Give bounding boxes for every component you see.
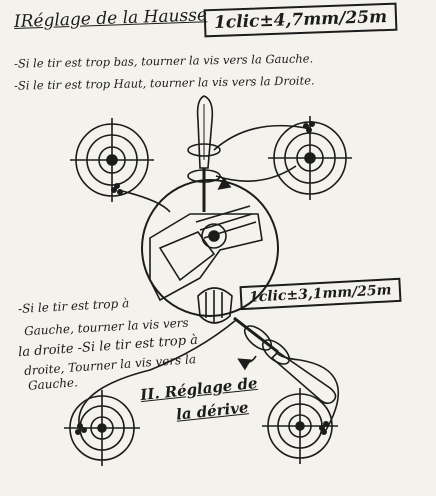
target-icon (268, 116, 352, 200)
derive-numeral: II (139, 384, 156, 405)
target-icon (64, 390, 140, 466)
target-icon (70, 118, 154, 202)
screwdriver-icon (196, 95, 214, 212)
derive-text-line-5: Gauche. (27, 375, 79, 393)
rotation-arrow-icon (237, 325, 291, 371)
rotation-arrow-icon (187, 143, 232, 190)
target-icon (262, 388, 338, 464)
adjustment-drum-icon (141, 179, 279, 324)
